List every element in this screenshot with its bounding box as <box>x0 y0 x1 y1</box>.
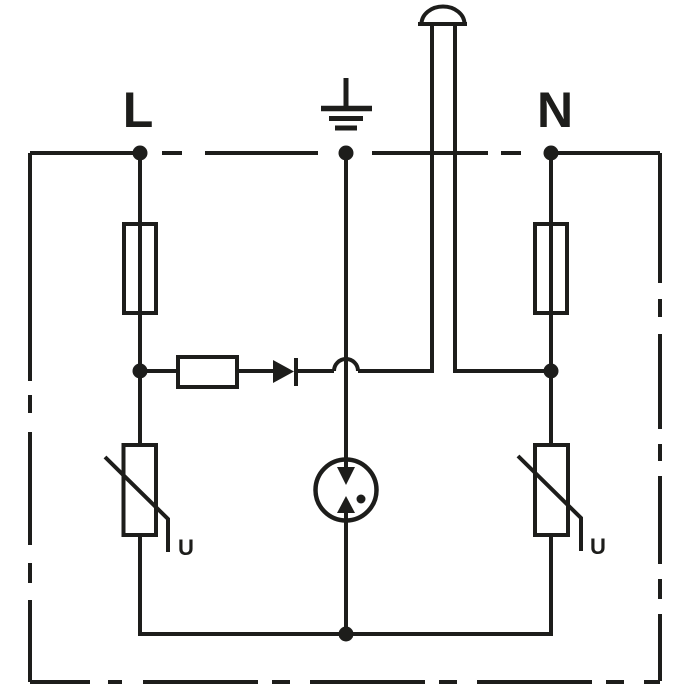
varistor-label: U <box>178 535 194 560</box>
gdt-bottom-electrode <box>337 496 355 513</box>
junction-dot <box>338 626 354 642</box>
dome-arc <box>419 4 467 26</box>
wire-indicator-left <box>358 24 434 373</box>
junction-dot <box>132 145 148 161</box>
diode-anode-triangle <box>273 360 294 383</box>
gdt-gas-dot <box>356 494 366 504</box>
junction-dot <box>132 363 148 379</box>
varistor-icon-left: U <box>103 443 194 560</box>
junction-dot <box>338 145 354 161</box>
junction-dot <box>543 363 559 379</box>
varistor-strike <box>516 454 583 551</box>
varistor-label: U <box>590 534 606 559</box>
terminal-label-neutral: N <box>537 82 573 138</box>
varistor-icon-right: U <box>516 443 606 559</box>
varistor-strike <box>103 455 170 552</box>
fuse-icon-left <box>122 222 158 315</box>
gdt-circle <box>313 457 379 523</box>
gdt-top-electrode <box>337 467 355 485</box>
terminal-label-line: L <box>123 82 154 138</box>
crossover-hop <box>332 357 360 372</box>
fuse-icon-right <box>533 222 569 315</box>
junction-dot <box>543 145 559 161</box>
earth-ground-icon <box>321 78 372 131</box>
resistor-icon <box>176 355 239 389</box>
varistor-body <box>533 443 570 537</box>
wire-indicator-right <box>453 24 551 373</box>
gas-discharge-tube-icon <box>313 457 379 523</box>
indicator-dome-icon <box>418 4 467 26</box>
varistor-body <box>121 443 158 537</box>
diode-icon <box>273 358 298 386</box>
